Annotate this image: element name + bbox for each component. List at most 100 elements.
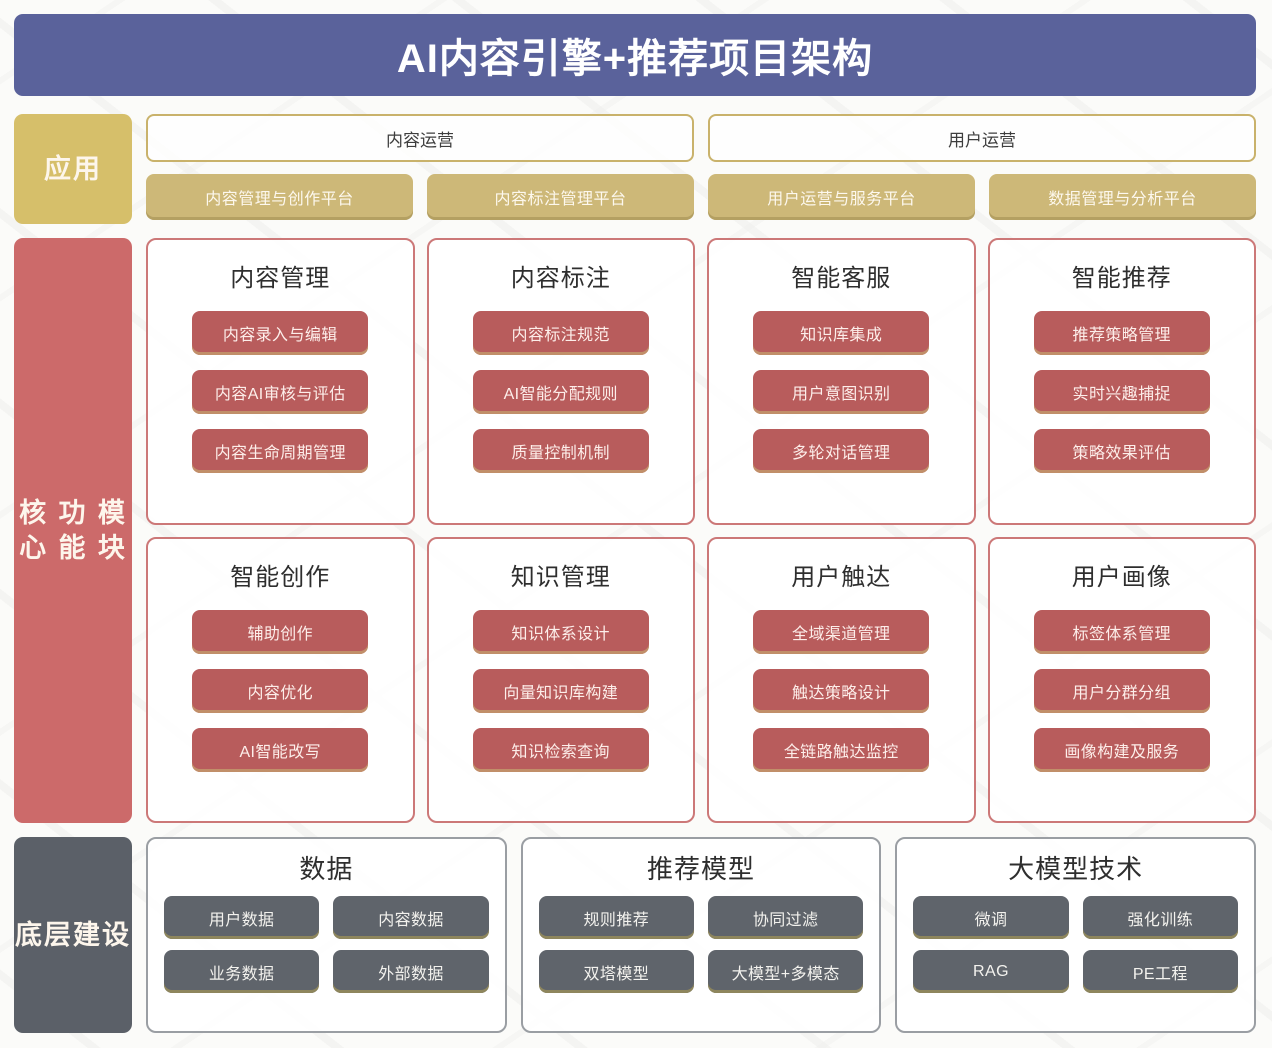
module-card-content-management[interactable]: 内容管理 内容录入与编辑 内容AI审核与评估 内容生命周期管理	[146, 238, 415, 525]
module-item-list: 标签体系管理 用户分群分组 画像构建及服务	[1006, 609, 1239, 772]
module-item[interactable]: 内容生命周期管理	[192, 429, 369, 473]
module-item[interactable]: 知识库集成	[753, 311, 930, 355]
module-card-intelligent-creation[interactable]: 智能创作 辅助创作 内容优化 AI智能改写	[146, 536, 415, 823]
module-item[interactable]: 画像构建及服务	[1033, 727, 1210, 772]
module-card-intelligent-customer-service[interactable]: 智能客服 知识库集成 用户意图识别 多轮对话管理	[707, 238, 976, 525]
infra-title: 数据	[299, 854, 354, 884]
module-item[interactable]: 知识体系设计	[472, 609, 649, 654]
module-item[interactable]: AI智能分配规则	[472, 370, 649, 414]
module-title: 智能推荐	[1071, 265, 1172, 292]
infra-item-list: 用户数据 内容数据 业务数据 外部数据	[164, 896, 489, 993]
application-band-body: 内容运营 用户运营 内容管理与创作平台 内容标注管理平台 用户运营与服务平台 数…	[146, 114, 1256, 224]
core-modules-band: 核心 功能 模块 内容管理 内容录入与编辑 内容AI审核与评估 内容生命周期管理…	[14, 238, 1256, 823]
module-item[interactable]: 全域渠道管理	[753, 609, 930, 654]
module-card-user-reach[interactable]: 用户触达 全域渠道管理 触达策略设计 全链路触达监控	[707, 536, 976, 823]
module-item[interactable]: 多轮对话管理	[753, 429, 930, 473]
module-card-intelligent-recommendation[interactable]: 智能推荐 推荐策略管理 实时兴趣捕捉 策略效果评估	[987, 238, 1256, 525]
band-label-line: 核心	[19, 497, 49, 563]
infra-item[interactable]: 外部数据	[333, 950, 489, 993]
application-platform-label: 内容标注管理平台	[494, 191, 627, 208]
module-item[interactable]: 内容优化	[192, 668, 369, 713]
infrastructure-band: 底层 建设 数据 用户数据 内容数据 业务数据 外部数据 推荐模型	[14, 837, 1256, 1033]
application-platform-content-management[interactable]: 内容管理与创作平台	[146, 174, 413, 220]
module-title: 智能客服	[791, 265, 892, 292]
infra-item[interactable]: 用户数据	[164, 896, 320, 939]
page-title: AI内容引擎+推荐项目架构	[396, 37, 874, 81]
module-item-list: 内容标注规范 AI智能分配规则 质量控制机制	[445, 311, 678, 473]
module-item[interactable]: 质量控制机制	[472, 429, 649, 473]
band-label-core-modules: 核心 功能 模块	[14, 238, 132, 823]
band-label-line: 底层	[15, 919, 73, 950]
application-group-label: 用户运营	[948, 130, 1016, 150]
band-label-line: 建设	[73, 919, 131, 950]
infra-item[interactable]: 业务数据	[164, 950, 320, 993]
module-card-knowledge-management[interactable]: 知识管理 知识体系设计 向量知识库构建 知识检索查询	[426, 536, 695, 823]
infra-item[interactable]: 强化训练	[1082, 896, 1238, 939]
application-group-content-operations[interactable]: 内容运营	[146, 114, 694, 162]
module-title: 用户画像	[1071, 563, 1172, 591]
band-label-infrastructure: 底层 建设	[14, 837, 132, 1033]
core-modules-grid: 内容管理 内容录入与编辑 内容AI审核与评估 内容生命周期管理 内容标注 内容标…	[146, 238, 1256, 823]
module-item[interactable]: 策略效果评估	[1033, 429, 1210, 473]
module-item[interactable]: 向量知识库构建	[472, 668, 649, 713]
module-item[interactable]: 内容录入与编辑	[192, 311, 369, 355]
infra-item-list: 规则推荐 协同过滤 双塔模型 大模型+多模态	[538, 896, 864, 993]
infra-item[interactable]: 大模型+多模态	[707, 950, 864, 993]
module-item-list: 辅助创作 内容优化 AI智能改写	[164, 609, 397, 772]
infra-item[interactable]: 微调	[913, 896, 1069, 939]
module-item-list: 内容录入与编辑 内容AI审核与评估 内容生命周期管理	[164, 311, 397, 473]
application-platform-label: 数据管理与分析平台	[1048, 191, 1197, 208]
infra-item[interactable]: 双塔模型	[538, 950, 694, 993]
module-item[interactable]: 实时兴趣捕捉	[1033, 370, 1210, 414]
module-item-list: 推荐策略管理 实时兴趣捕捉 策略效果评估	[1006, 311, 1239, 473]
module-item[interactable]: 用户分群分组	[1033, 668, 1210, 713]
infra-item[interactable]: PE工程	[1082, 950, 1238, 993]
application-platform-row: 内容管理与创作平台 内容标注管理平台 用户运营与服务平台 数据管理与分析平台	[146, 174, 1256, 220]
application-group-user-operations[interactable]: 用户运营	[708, 114, 1256, 162]
band-label-application: 应用	[14, 114, 132, 224]
band-label-line: 模块	[97, 497, 127, 563]
diagram-title-bar: AI内容引擎+推荐项目架构	[14, 14, 1256, 96]
application-platform-label: 内容管理与创作平台	[205, 191, 354, 208]
module-item[interactable]: 辅助创作	[192, 609, 369, 654]
module-title: 智能创作	[230, 563, 331, 591]
infra-item[interactable]: 协同过滤	[707, 896, 864, 939]
infra-title: 大模型技术	[1008, 854, 1144, 884]
application-platform-label: 用户运营与服务平台	[767, 191, 916, 208]
module-card-content-annotation[interactable]: 内容标注 内容标注规范 AI智能分配规则 质量控制机制	[426, 238, 695, 525]
module-title: 用户触达	[791, 563, 892, 591]
module-item[interactable]: 推荐策略管理	[1033, 311, 1210, 355]
module-item[interactable]: 标签体系管理	[1033, 609, 1210, 654]
application-platform-content-annotation[interactable]: 内容标注管理平台	[427, 174, 694, 220]
infra-item[interactable]: RAG	[913, 950, 1069, 993]
module-title: 内容标注	[510, 265, 611, 292]
infra-card-recommendation-model[interactable]: 推荐模型 规则推荐 协同过滤 双塔模型 大模型+多模态	[520, 837, 882, 1033]
infra-item[interactable]: 内容数据	[333, 896, 489, 939]
module-item[interactable]: 全链路触达监控	[753, 727, 930, 772]
module-item[interactable]: 用户意图识别	[753, 370, 930, 414]
application-band: 应用 内容运营 用户运营 内容管理与创作平台 内容标注管理平台 用户运营与服务平…	[14, 114, 1256, 224]
application-group-label: 内容运营	[386, 130, 454, 150]
application-platform-user-operations[interactable]: 用户运营与服务平台	[708, 174, 975, 220]
infra-card-large-model-technology[interactable]: 大模型技术 微调 强化训练 RAG PE工程	[895, 837, 1256, 1033]
infrastructure-grid: 数据 用户数据 内容数据 业务数据 外部数据 推荐模型 规则推荐 协同过滤 双塔…	[146, 837, 1256, 1033]
module-item[interactable]: AI智能改写	[192, 727, 369, 772]
module-title: 内容管理	[230, 265, 331, 292]
module-title: 知识管理	[510, 563, 611, 591]
infra-card-data[interactable]: 数据 用户数据 内容数据 业务数据 外部数据	[146, 837, 507, 1033]
infra-item[interactable]: 规则推荐	[538, 896, 694, 939]
module-item-list: 知识库集成 用户意图识别 多轮对话管理	[725, 311, 958, 473]
module-item-list: 知识体系设计 向量知识库构建 知识检索查询	[445, 609, 678, 772]
infra-title: 推荐模型	[646, 854, 755, 884]
module-item[interactable]: 内容标注规范	[472, 311, 649, 355]
module-item-list: 全域渠道管理 触达策略设计 全链路触达监控	[725, 609, 958, 772]
module-item[interactable]: 内容AI审核与评估	[192, 370, 369, 414]
band-label-line: 功能	[58, 497, 88, 563]
core-modules-body: 内容管理 内容录入与编辑 内容AI审核与评估 内容生命周期管理 内容标注 内容标…	[146, 238, 1256, 823]
application-group-row: 内容运营 用户运营	[146, 114, 1256, 162]
module-card-user-profile[interactable]: 用户画像 标签体系管理 用户分群分组 画像构建及服务	[987, 536, 1256, 823]
module-item[interactable]: 触达策略设计	[753, 668, 930, 713]
module-item[interactable]: 知识检索查询	[472, 727, 649, 772]
application-platform-data-management[interactable]: 数据管理与分析平台	[989, 174, 1256, 220]
